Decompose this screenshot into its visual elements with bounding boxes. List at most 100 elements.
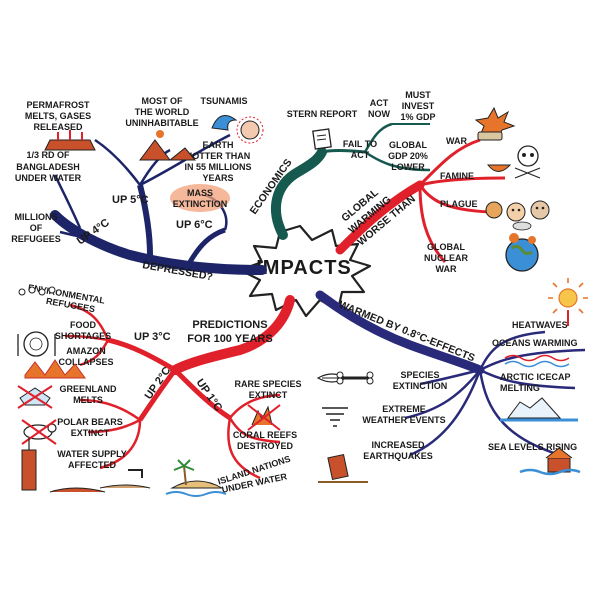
up3-twig-amazon — [79, 339, 110, 367]
famine-label: FAMINE — [440, 171, 474, 181]
earth-hotter-label-3: IN 55 MILLIONS — [184, 162, 251, 172]
effects-twig-weather — [404, 369, 481, 420]
refugee-figures-icon — [18, 286, 56, 296]
iceberg-icon — [500, 397, 578, 422]
gdp-label-2: GDP 20% — [388, 151, 428, 161]
empty-plate-icon — [17, 331, 56, 357]
act-now-label-2: NOW — [368, 109, 391, 119]
earth-hotter-label-2: HOTTER THAN — [186, 151, 251, 161]
up1-branch — [173, 368, 232, 421]
permafrost-label-2: MELTS, GASES — [25, 111, 91, 121]
extreme-weather-label-2: WEATHER EVENTS — [362, 415, 445, 425]
collapsed-building-icon — [318, 453, 368, 483]
rare-species-label-1: RARE SPECIES — [234, 379, 301, 389]
effects-twig-arctic — [479, 368, 576, 390]
arctic-label-1: ARCTIC ICECAP — [500, 372, 571, 382]
nuclear-globe-icon — [505, 221, 539, 272]
permafrost-icon — [44, 130, 96, 151]
economics-main-branch — [271, 147, 327, 240]
worse-than-twig-nuclear — [418, 184, 447, 264]
worse-than-branch: GLOBAL WARMING WORSE THAN WAR FAMINE PLA… — [335, 106, 550, 274]
world-label-3: UNINHABITABLE — [125, 118, 198, 128]
bangladesh-twig — [53, 174, 82, 229]
up1-twig-coral — [228, 417, 281, 444]
fail-to-label-1: FAIL TO — [343, 139, 377, 149]
gdp-label-1: GLOBAL — [389, 140, 427, 150]
earthquakes-label-2: EARTHQUAKES — [363, 451, 433, 461]
up6-branch — [187, 227, 226, 264]
predictions-label-2: FOR 100 YEARS — [187, 333, 272, 345]
mass-extinction-cloud — [170, 184, 230, 212]
rare-species-label-2: EXTINCT — [249, 390, 288, 400]
polar-bears-label-2: EXTINCT — [71, 428, 110, 438]
earthquakes-label-1: INCREASED — [371, 440, 425, 450]
food-shortages-label-1: FOOD — [70, 320, 96, 330]
tsunami-wave-icon — [211, 115, 238, 131]
up5-branch — [137, 184, 153, 256]
document-icon — [312, 128, 332, 150]
effects-main-branch — [315, 290, 485, 375]
up-5c-label: UP 5°C — [112, 194, 149, 206]
effects-branch: WARMED BY 0.8°C-EFFECTS HEATWAVES OCEANS… — [315, 278, 588, 483]
polar-bear-icon — [21, 419, 57, 445]
sun-face-icon — [236, 116, 264, 144]
war-explosion-icon — [474, 106, 516, 141]
refugees-twig — [59, 230, 101, 242]
permafrost-label-1: PERMAFROST — [27, 100, 91, 110]
effects-twig-species — [419, 368, 481, 386]
greenland-label-2: MELTS — [73, 395, 103, 405]
depressed-main-branch — [50, 210, 267, 275]
food-bowl-icon — [486, 164, 512, 172]
up2-twig-water — [99, 419, 142, 470]
food-shortages-label-2: SHORTAGES — [55, 331, 111, 341]
tsunamis-label: TSUNAMIS — [201, 96, 248, 106]
up1-twig-island — [227, 417, 261, 480]
bangladesh-label-1: 1/3 RD OF — [26, 150, 70, 160]
bangladesh-label-2: BANGLADESH — [16, 162, 80, 172]
economics-twig-gdp — [364, 150, 431, 172]
plague-label: PLAGUE — [440, 199, 478, 209]
up3-twig-food — [64, 334, 109, 342]
nuclear-war-label-2: NUCLEAR — [424, 253, 468, 263]
refugees-label-1: MILLIONS — [15, 212, 58, 222]
sea-levels-label: SEA LEVELS RISING — [488, 442, 577, 452]
water-supply-label-2: AFFECTED — [68, 460, 116, 470]
effects-twig-quake — [409, 369, 482, 457]
gdp-label-3: LOWER — [391, 162, 425, 172]
plague-faces-icon — [485, 200, 550, 222]
effects-twig-ocean — [479, 348, 586, 372]
must-invest-label-2: INVEST — [402, 101, 435, 111]
predictions-branch: PREDICTIONS FOR 100 YEARS UP 3°C UP 2°C … — [17, 282, 348, 497]
species-extinction-label-2: EXTINCTION — [393, 381, 448, 391]
earth-hotter-label-4: YEARS — [202, 173, 233, 183]
up3-branch — [107, 337, 177, 373]
amazon-label-1: AMAZON — [66, 346, 106, 356]
up5-twig-world — [138, 148, 171, 186]
effects-twig-sea — [478, 369, 561, 457]
must-invest-label-3: 1% GDP — [400, 112, 435, 122]
tornado-icon — [322, 407, 348, 427]
world-label-2: THE WORLD — [135, 107, 190, 117]
act-now-label-1: ACT — [370, 98, 389, 108]
skeleton-bones-icon — [336, 371, 374, 385]
palm-island-icon — [165, 459, 227, 497]
world-label-1: MOST OF — [142, 96, 183, 106]
war-label: WAR — [446, 136, 467, 146]
up5-twig-permafrost — [94, 138, 141, 186]
dry-tap-icon — [49, 469, 151, 493]
nuclear-war-label-1: GLOBAL — [427, 242, 465, 252]
up2-twig-greenland — [79, 398, 141, 422]
worse-than-twig-war — [418, 138, 481, 187]
coral-reefs-label-1: CORAL REEFS — [233, 430, 297, 440]
species-extinction-label-1: SPECIES — [400, 370, 439, 380]
mass-extinction-label-2: EXTINCTION — [173, 199, 228, 209]
ocean-waves-icon — [504, 354, 570, 368]
polar-bears-label-1: POLAR BEARS — [57, 417, 123, 427]
effects-twig-heat — [478, 330, 546, 371]
stern-report-label: STERN REPORT — [287, 109, 358, 119]
worse-than-twig-plague — [418, 184, 491, 214]
effects-label: WARMED BY 0.8°C-EFFECTS — [337, 299, 477, 365]
refugees-label-2: OF — [30, 223, 43, 233]
bangladesh-label-3: UNDER WATER — [15, 173, 82, 183]
predictions-main-branch — [170, 295, 295, 375]
